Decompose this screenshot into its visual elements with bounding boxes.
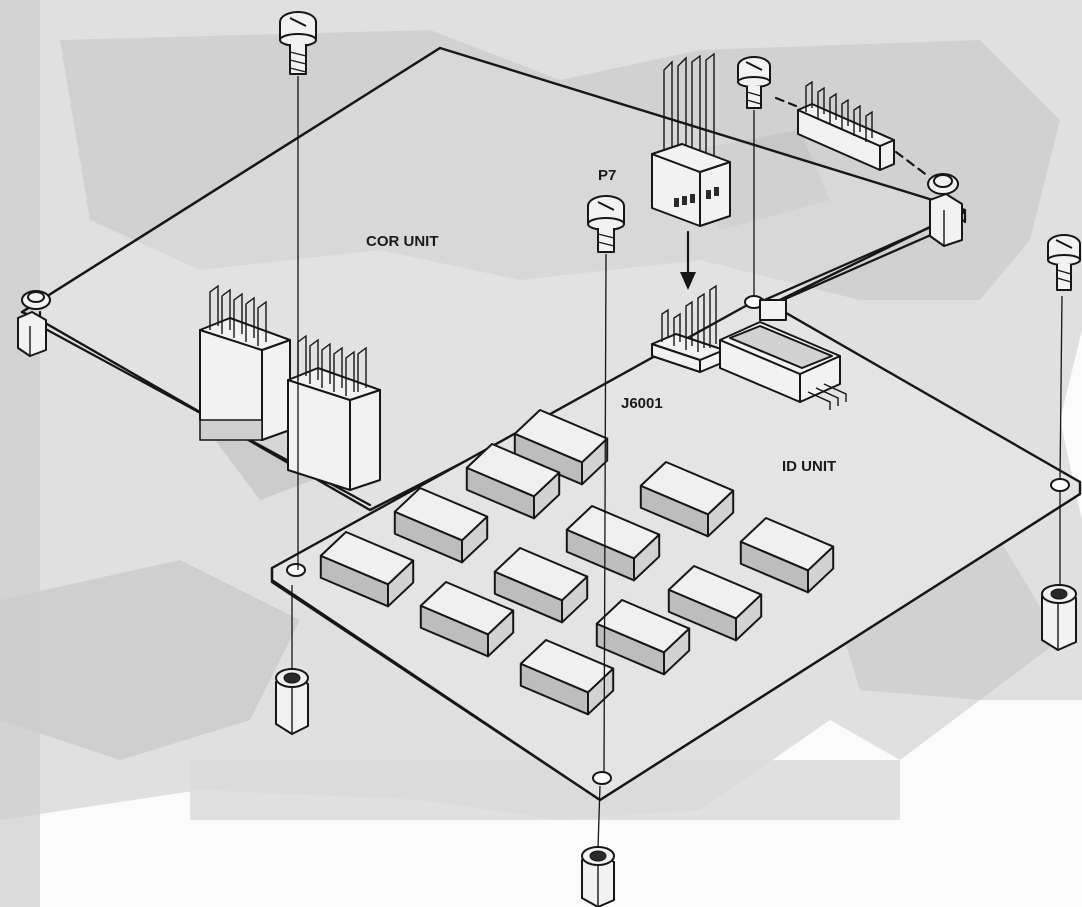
- hex-standoff-icon: [927, 173, 963, 247]
- screw-icon: [737, 56, 771, 109]
- screw-icon: [279, 11, 317, 75]
- id-unit-board: [270, 295, 1082, 802]
- ic-chip-icon: [493, 547, 589, 602]
- hex-standoff-icon: [922, 194, 956, 248]
- hex-standoff-icon: [275, 668, 309, 735]
- screw-icon: [1047, 234, 1081, 291]
- ic-chip-icon: [465, 443, 561, 498]
- alignment-lines: [291, 76, 1063, 849]
- id-unit-label: ID UNIT: [782, 458, 836, 475]
- dip-switch-block: [719, 299, 847, 410]
- ribbon-connector-icon: [774, 80, 930, 178]
- ic-chip-array: [319, 409, 835, 716]
- p7-label: P7: [598, 167, 616, 184]
- insert-arrow-icon: [680, 272, 696, 290]
- j6001-label: J6001: [621, 395, 663, 412]
- ic-chip-icon: [319, 531, 415, 586]
- ic-chip-icon: [513, 409, 609, 464]
- ic-chip-icon: [419, 581, 515, 636]
- ic-chip-icon: [519, 639, 615, 694]
- hex-standoff-icon: [581, 846, 615, 907]
- p7-connector: [651, 52, 731, 290]
- hex-standoff-icon: [1041, 584, 1077, 651]
- screw-icon: [587, 195, 625, 253]
- ic-chip-icon: [565, 505, 661, 560]
- ic-chip-icon: [639, 461, 735, 516]
- cor-unit-label: COR UNIT: [366, 233, 439, 250]
- hex-standoff-icon: [17, 290, 51, 357]
- ic-chip-icon: [739, 517, 835, 572]
- ribbon-connector-icon: [199, 284, 291, 441]
- ribbon-connector-icon: [287, 334, 381, 491]
- ic-chip-icon: [667, 565, 763, 620]
- ic-chip-icon: [393, 487, 489, 542]
